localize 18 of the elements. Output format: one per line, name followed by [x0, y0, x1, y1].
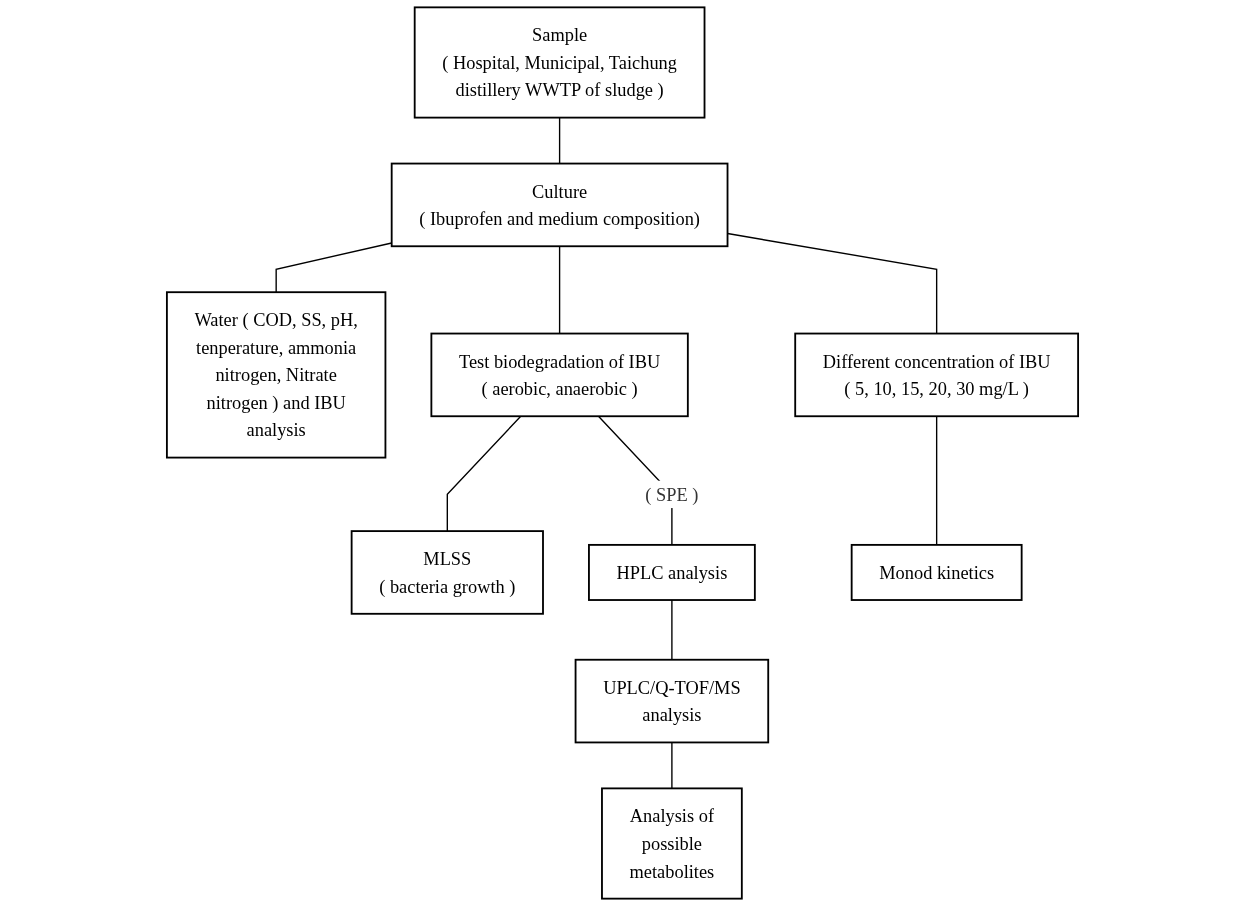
- connector: [935, 415, 938, 546]
- node-box: Test biodegradation of IBU ( aerobic, anaerobic ): [430, 332, 689, 418]
- node-box: Monod kinetics: [850, 543, 1023, 601]
- connector: [671, 599, 673, 661]
- edge-label: ( SPE ): [645, 484, 699, 505]
- connector: [275, 242, 393, 293]
- node-box: Analysis of possible metabolites: [601, 787, 743, 900]
- connector: [558, 245, 561, 335]
- node-box: Different concentration of IBU ( 5, 10, 15, 20, 30 mg/L ): [794, 332, 1079, 418]
- node-box: Culture ( Ibuprofen and medium composition): [390, 162, 729, 248]
- node-box: Sample ( Hospital, Municipal, Taichung distillery WWTP of sludge ): [413, 6, 706, 119]
- connector: [446, 415, 522, 532]
- node-box: MLSS ( bacteria growth ): [350, 530, 544, 615]
- connector: [558, 116, 561, 165]
- node-box: HPLC analysis: [588, 543, 756, 601]
- node-box: UPLC/Q-TOF/MS analysis: [574, 658, 770, 744]
- connector: [671, 741, 673, 790]
- node-box: Water ( COD, SS, pH, tenperature, ammonia nitrogen, Nitrate nitrogen ) and IBU analysis: [166, 291, 387, 459]
